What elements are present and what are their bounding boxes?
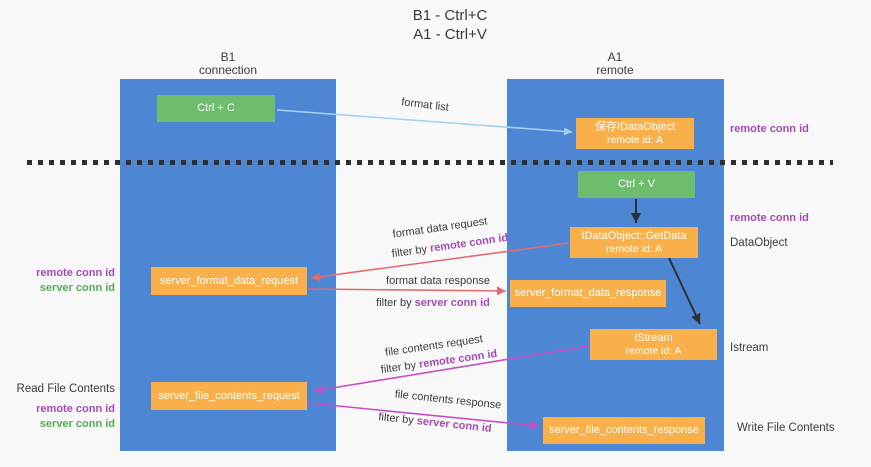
remote-conn-id-highlight: remote conn id xyxy=(429,231,509,255)
server-format-data-response-box: server_format_data_response xyxy=(510,280,666,307)
getdata-box: IDataObject::GetData remote id: A xyxy=(570,227,698,258)
format-data-response-arrow xyxy=(307,286,507,296)
right-remote-conn-id-label-2: remote conn id xyxy=(730,212,809,224)
save-dataobject-line1: 保存IDataObject xyxy=(594,120,676,133)
server-format-data-request-box: server_format_data_request xyxy=(151,267,307,295)
right-remote-conn-id-label: remote conn id xyxy=(730,123,809,135)
read-file-contents-label: Read File Contents xyxy=(16,383,115,395)
istream-label: Istream xyxy=(730,342,769,354)
ctrl-v-label: Ctrl + V xyxy=(618,178,655,190)
istream-box: IStream remote id: A xyxy=(590,329,717,360)
istream-line1: IStream xyxy=(634,331,673,344)
left-column-name: B1 xyxy=(220,50,236,64)
server-file-contents-request-box: server_file_contents_request xyxy=(151,382,307,410)
format-data-response-label: format data response xyxy=(386,275,490,287)
server-file-contents-response-label: server_file_contents_response xyxy=(549,424,699,436)
save-dataobject-box: 保存IDataObject remote id: A xyxy=(576,118,694,149)
ctrl-v-box: Ctrl + V xyxy=(578,171,695,198)
server-conn-id-highlight: server conn id xyxy=(414,297,490,309)
getdata-line1: IDataObject::GetData xyxy=(581,229,687,242)
filter-by-text: filter by xyxy=(376,297,412,309)
right-column-role: remote xyxy=(596,63,634,77)
server-conn-id-highlight: server conn id xyxy=(416,415,493,435)
istream-line2: remote id: A xyxy=(625,344,682,357)
right-column-name: A1 xyxy=(607,50,623,64)
diagram-title: B1 - Ctrl+C A1 - Ctrl+V xyxy=(250,6,650,44)
diagram-title-line1: B1 - Ctrl+C xyxy=(412,7,488,24)
filter-by-text: filter by xyxy=(380,359,417,377)
filter-by-text: filter by xyxy=(377,411,415,427)
file-contents-response-label: file contents response xyxy=(394,388,502,412)
left-remote-conn-id-label-2: remote conn id xyxy=(36,403,115,415)
ctrl-c-box: Ctrl + C xyxy=(157,95,275,122)
left-server-conn-id-label-2: server conn id xyxy=(39,418,115,430)
diagram-title-line2: A1 - Ctrl+V xyxy=(413,26,487,43)
write-file-contents-label: Write File Contents xyxy=(737,422,835,434)
dataobject-label: DataObject xyxy=(730,237,788,249)
ctrl-c-label: Ctrl + C xyxy=(197,102,235,114)
phase-divider-dashed-line xyxy=(27,160,833,165)
left-server-conn-id-label: server conn id xyxy=(39,282,115,294)
save-dataobject-line2: remote id: A xyxy=(606,133,664,146)
server-format-data-request-label: server_format_data_request xyxy=(159,274,299,287)
left-column-role: connection xyxy=(198,63,258,77)
left-column-header: B1 connection xyxy=(158,51,298,77)
server-file-contents-response-box: server_file_contents_response xyxy=(543,417,705,444)
format-data-response-filter-label: filter by server conn id xyxy=(373,297,493,309)
getdata-line2: remote id: A xyxy=(605,242,663,255)
file-contents-response-filter-label: filter by server conn id xyxy=(370,410,501,436)
format-list-label: format list xyxy=(400,96,450,114)
left-remote-conn-id-label: remote conn id xyxy=(36,267,115,279)
server-format-data-response-label: server_format_data_response xyxy=(514,287,662,299)
filter-by-text: filter by xyxy=(391,243,428,261)
server-file-contents-request-label: server_file_contents_request xyxy=(158,389,300,402)
right-column-header: A1 remote xyxy=(545,51,685,77)
